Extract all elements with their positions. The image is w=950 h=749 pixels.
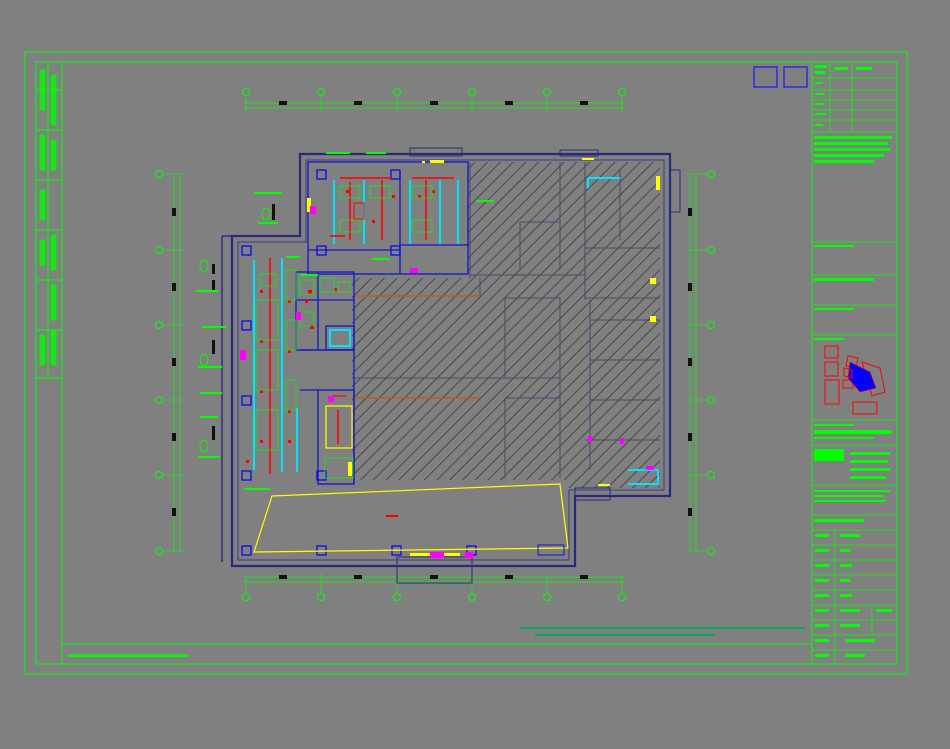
floor-plan [196,147,681,584]
north-recess [409,147,463,157]
structural-columns [241,169,477,556]
dimension-ticks [172,101,692,579]
hatched-area-east [352,162,660,488]
west-block-partitions [295,161,469,485]
west-fixtures [255,185,433,451]
room-tag-marks [212,204,275,440]
grid-bubbles [155,88,715,601]
red-equipment-dots [246,190,435,517]
outer-border [24,51,908,675]
east-recess [669,169,681,213]
title-block-text [814,65,892,657]
north-recess-2 [559,149,599,157]
general-notes [520,627,805,636]
lighting-strips [253,177,659,485]
stamp-box-2 [783,66,808,88]
outer-wall [230,152,672,568]
grid-leader-lines [163,96,707,593]
room-tag-symbols [199,207,271,453]
red-furniture [269,177,454,474]
site-keyplan-icon [824,345,886,415]
title-block [811,61,898,665]
lobby-counter [537,544,565,556]
stamp-box-1 [753,66,778,88]
inner-wall-line [237,159,665,561]
drawing-title-label [68,654,188,657]
lift-core [324,395,354,479]
room-annotations [196,152,494,490]
hatched-partitions [352,162,660,478]
left-revision-strip [36,62,62,379]
southeast-recess [574,487,611,501]
magenta-tags [240,206,654,558]
south-lobby-outline [253,483,569,553]
